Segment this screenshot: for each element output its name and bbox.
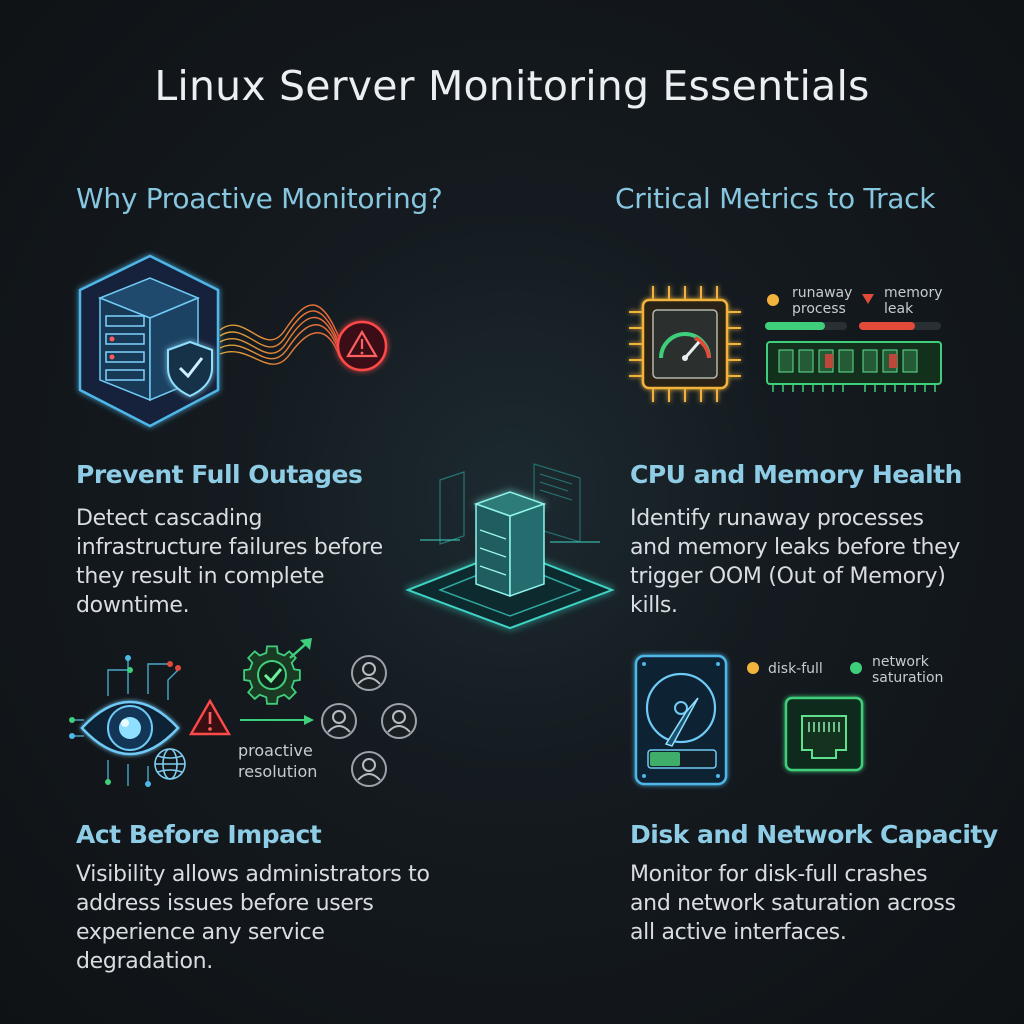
runaway-process-label: runaway process <box>792 285 853 317</box>
user-icon <box>351 751 387 787</box>
card-title-disk-network: Disk and Network Capacity <box>630 820 998 849</box>
proactive-resolution-label: proactive resolution <box>238 741 318 781</box>
card-body-act-before-impact: Visibility allows administrators to addr… <box>76 862 430 974</box>
cpu-gauge-icon <box>629 286 741 402</box>
card-title-prevent-outages: Prevent Full Outages <box>76 460 363 489</box>
memory-leak-label: memory leak <box>884 285 943 317</box>
card-title-act-before-impact: Act Before Impact <box>76 820 322 849</box>
runaway-process-dot-icon <box>767 294 779 306</box>
gear-check-icon <box>243 638 312 705</box>
card-body-prevent-outages: Detect cascading infrastructure failures… <box>76 506 383 618</box>
right-section-heading: Critical Metrics to Track <box>615 182 936 215</box>
card-title-cpu-memory: CPU and Memory Health <box>630 460 962 489</box>
disk-full-label: disk-full <box>768 661 823 677</box>
network-saturation-dot-icon <box>850 662 862 674</box>
globe-icon <box>154 748 186 780</box>
flow-arrow-icon <box>240 715 314 725</box>
server-shield-icon <box>78 254 388 428</box>
eye-icon <box>69 655 181 787</box>
hard-disk-icon <box>634 654 728 786</box>
network-saturation-label: network saturation <box>872 654 944 686</box>
warning-triangle-icon <box>188 698 232 736</box>
user-icon <box>321 703 357 739</box>
card-body-cpu-memory: Identify runaway processes and memory le… <box>630 506 961 618</box>
disk-full-dot-icon <box>747 662 759 674</box>
memory-leak-triangle-icon <box>862 294 874 304</box>
user-icon <box>381 703 417 739</box>
card-body-disk-network: Monitor for disk-full crashes and networ… <box>630 862 956 945</box>
load-bars <box>765 322 941 330</box>
page-title: Linux Server Monitoring Essentials <box>154 62 870 110</box>
server-stack-icon <box>405 463 615 630</box>
ram-module-icon <box>766 341 942 392</box>
ethernet-port-icon <box>784 696 864 772</box>
user-icon <box>351 655 387 691</box>
left-section-heading: Why Proactive Monitoring? <box>76 182 443 215</box>
